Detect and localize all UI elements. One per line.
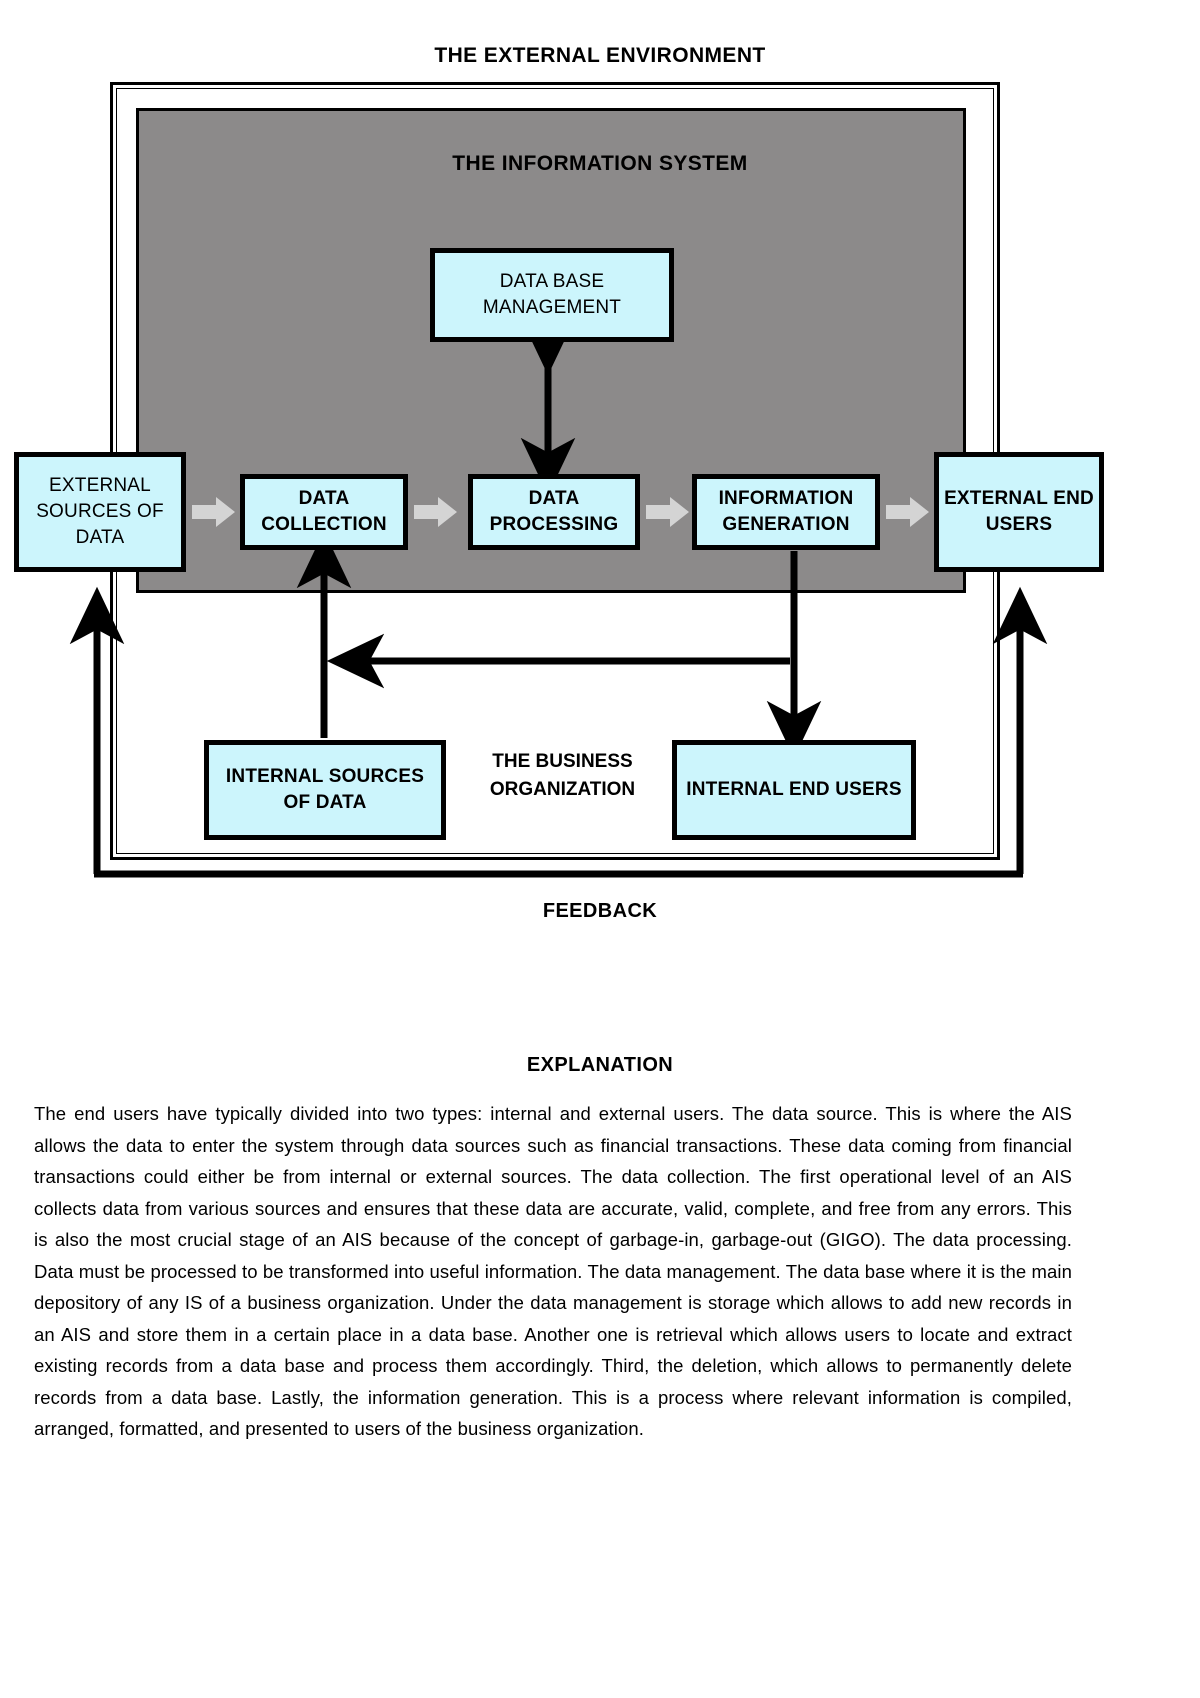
- business-organization-label: THE BUSINESS ORGANIZATION: [489, 751, 636, 800]
- feedback-label: FEEDBACK: [542, 900, 658, 922]
- explanation-body-text: The end users have typically divided int…: [34, 1103, 1072, 1439]
- node-label: INTERNAL END USERS: [686, 779, 902, 800]
- explanation-heading: EXPLANATION: [526, 1054, 674, 1076]
- node-internal-sources-of-data[interactable]: INTERNAL SOURCES OF DATA: [204, 740, 446, 840]
- node-external-end-users[interactable]: EXTERNAL END USERS: [934, 452, 1104, 572]
- node-label: INFORMATION GENERATION: [718, 488, 854, 535]
- node-data-base-management[interactable]: DATA BASE MANAGEMENT: [430, 248, 674, 342]
- node-label: EXTERNAL END USERS: [944, 488, 1094, 535]
- node-label: INTERNAL SOURCES OF DATA: [225, 766, 425, 813]
- flow-chevron-icon-1: [192, 497, 235, 527]
- information-system-title: THE INFORMATION SYSTEM: [452, 152, 748, 175]
- node-information-generation[interactable]: INFORMATION GENERATION: [692, 474, 880, 550]
- node-external-sources-of-data[interactable]: EXTERNAL SOURCES OF DATA: [14, 452, 186, 572]
- flow-chevron-icon-3: [646, 497, 689, 527]
- node-label: DATA PROCESSING: [489, 488, 619, 535]
- flow-chevron-icon-2: [414, 497, 457, 527]
- node-label: DATA BASE MANAGEMENT: [482, 271, 622, 318]
- node-data-processing[interactable]: DATA PROCESSING: [468, 474, 640, 550]
- external-environment-title: THE EXTERNAL ENVIRONMENT: [434, 44, 766, 67]
- node-label: DATA COLLECTION: [261, 488, 387, 535]
- node-label: EXTERNAL SOURCES OF DATA: [36, 475, 164, 548]
- flow-chevron-icon-4: [886, 497, 929, 527]
- node-data-collection[interactable]: DATA COLLECTION: [240, 474, 408, 550]
- node-internal-end-users[interactable]: INTERNAL END USERS: [672, 740, 916, 840]
